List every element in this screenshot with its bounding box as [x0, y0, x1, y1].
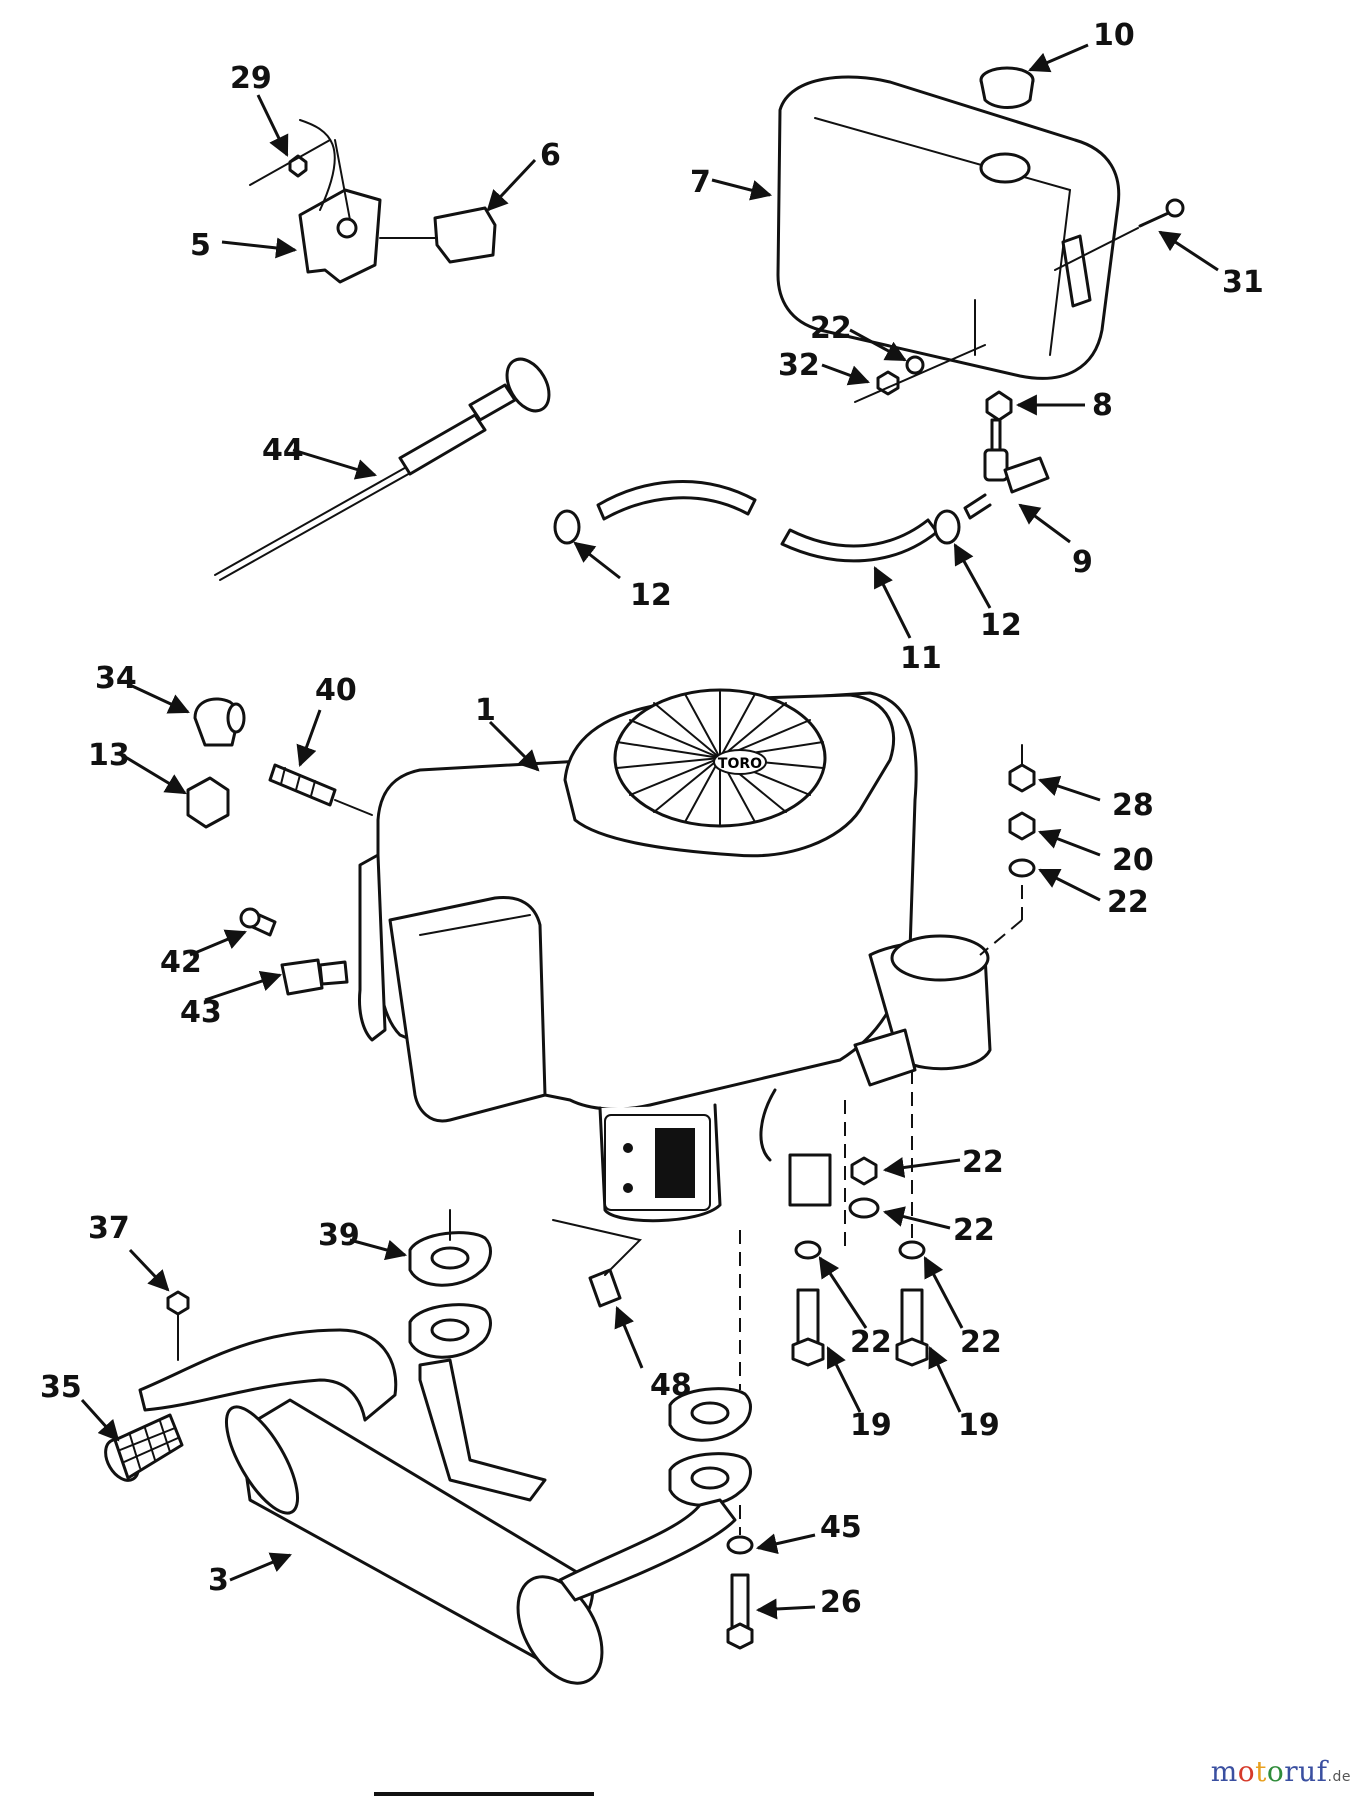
callout-22e: 22: [960, 1325, 1002, 1360]
callout-22c: 22: [953, 1213, 995, 1248]
callout-44: 39: [318, 1218, 360, 1253]
watermark-part-2: o: [1237, 1755, 1256, 1788]
callout-26: 28: [1112, 788, 1154, 823]
callout-40: 40: [315, 673, 357, 708]
air-cleaner-fins: [616, 691, 824, 827]
watermark-suffix: .de: [1327, 1769, 1351, 1785]
hose-clamp-left: [553, 509, 581, 545]
elbow-fitting: [193, 697, 246, 747]
callout-9: 9: [1072, 545, 1093, 580]
fuel-tank: [776, 75, 1121, 380]
callout-43: 43: [180, 995, 222, 1030]
callout-35: 26: [820, 1585, 862, 1620]
throttle-bracket: [298, 119, 382, 284]
callout-45: 44: [262, 433, 304, 468]
watermark-part-1: m: [1210, 1755, 1238, 1788]
callout-11: 11: [900, 641, 942, 676]
leader-lines: [80, 43, 1219, 1620]
tank-screw-29: [1054, 198, 1185, 271]
callout-labels: 10 7 31 22 32 8 9 12 12 11 29 6 5 44 34 …: [40, 18, 1264, 1620]
callout-7: 7: [690, 165, 711, 200]
tank-nut-washer: [854, 344, 986, 403]
hose-clamp-right: [933, 509, 961, 545]
callout-48: 48: [650, 1368, 692, 1403]
callout-20a: 20: [1112, 843, 1154, 878]
lower-hardware-right: [844, 1070, 929, 1367]
callout-19a: 19: [850, 1408, 892, 1443]
callout-13: 13: [88, 738, 130, 773]
callout-22d: 22: [850, 1325, 892, 1360]
callout-32: 34: [95, 661, 137, 696]
screw-42: [239, 907, 277, 937]
key-switch: [280, 958, 349, 996]
callout-10: 10: [1093, 18, 1135, 53]
callout-3: 3: [208, 1563, 229, 1598]
toro-badge: [713, 749, 767, 775]
engine: TORO: [358, 688, 992, 1223]
callout-34: 35: [40, 1370, 82, 1405]
callout-39: 37: [88, 1211, 130, 1246]
choke-cable: [214, 357, 551, 581]
callout-1: 1: [475, 693, 496, 728]
pipe-plug: [186, 776, 230, 829]
watermark-part-3: t: [1255, 1755, 1267, 1788]
callout-37: 45: [820, 1510, 862, 1545]
callout-29: 31: [1222, 265, 1264, 300]
callout-31: 32: [778, 348, 820, 383]
callout-22b: 22: [1107, 885, 1149, 920]
callout-8: 8: [1092, 388, 1113, 423]
gasket-upper-2: [408, 1209, 492, 1359]
callout-42: 42: [160, 945, 202, 980]
shutoff-valve: [963, 390, 1050, 520]
fuel-line: [596, 480, 939, 563]
callout-22a: 22: [810, 311, 852, 346]
gasket-upper: [408, 1231, 492, 1287]
callout-19b: 19: [958, 1408, 1000, 1443]
grommet-28: [249, 139, 331, 186]
screw-39: [166, 1290, 190, 1361]
watermark-part-5: ruf: [1284, 1755, 1328, 1788]
callout-6: 6: [540, 138, 561, 173]
bottom-divider: [374, 1792, 594, 1796]
clip-48: [552, 1219, 642, 1308]
lockwasher-37: [726, 1505, 754, 1555]
fuel-cap: [979, 66, 1035, 109]
right-hardware-top: [979, 744, 1036, 956]
gasket-lower-2: [668, 1230, 752, 1507]
throttle-knob: [379, 206, 497, 264]
gasket-lower: [668, 1387, 752, 1442]
callout-28: 29: [230, 61, 272, 96]
muffler: [138, 1328, 737, 1685]
spark-arrestor-screen: [104, 1413, 184, 1482]
pipe-nipple: [268, 763, 373, 816]
logo-text: TORO: [718, 756, 762, 772]
screw-35: [726, 1573, 754, 1650]
watermark-logo: motoruf.de: [1211, 1755, 1351, 1788]
watermark-part-4: o: [1266, 1755, 1285, 1788]
callout-12b: 12: [980, 608, 1022, 643]
lower-hardware-left: [791, 1240, 825, 1367]
callout-12a: 12: [630, 578, 672, 613]
callout-20b: 22: [962, 1145, 1004, 1180]
callout-5: 5: [190, 228, 211, 263]
